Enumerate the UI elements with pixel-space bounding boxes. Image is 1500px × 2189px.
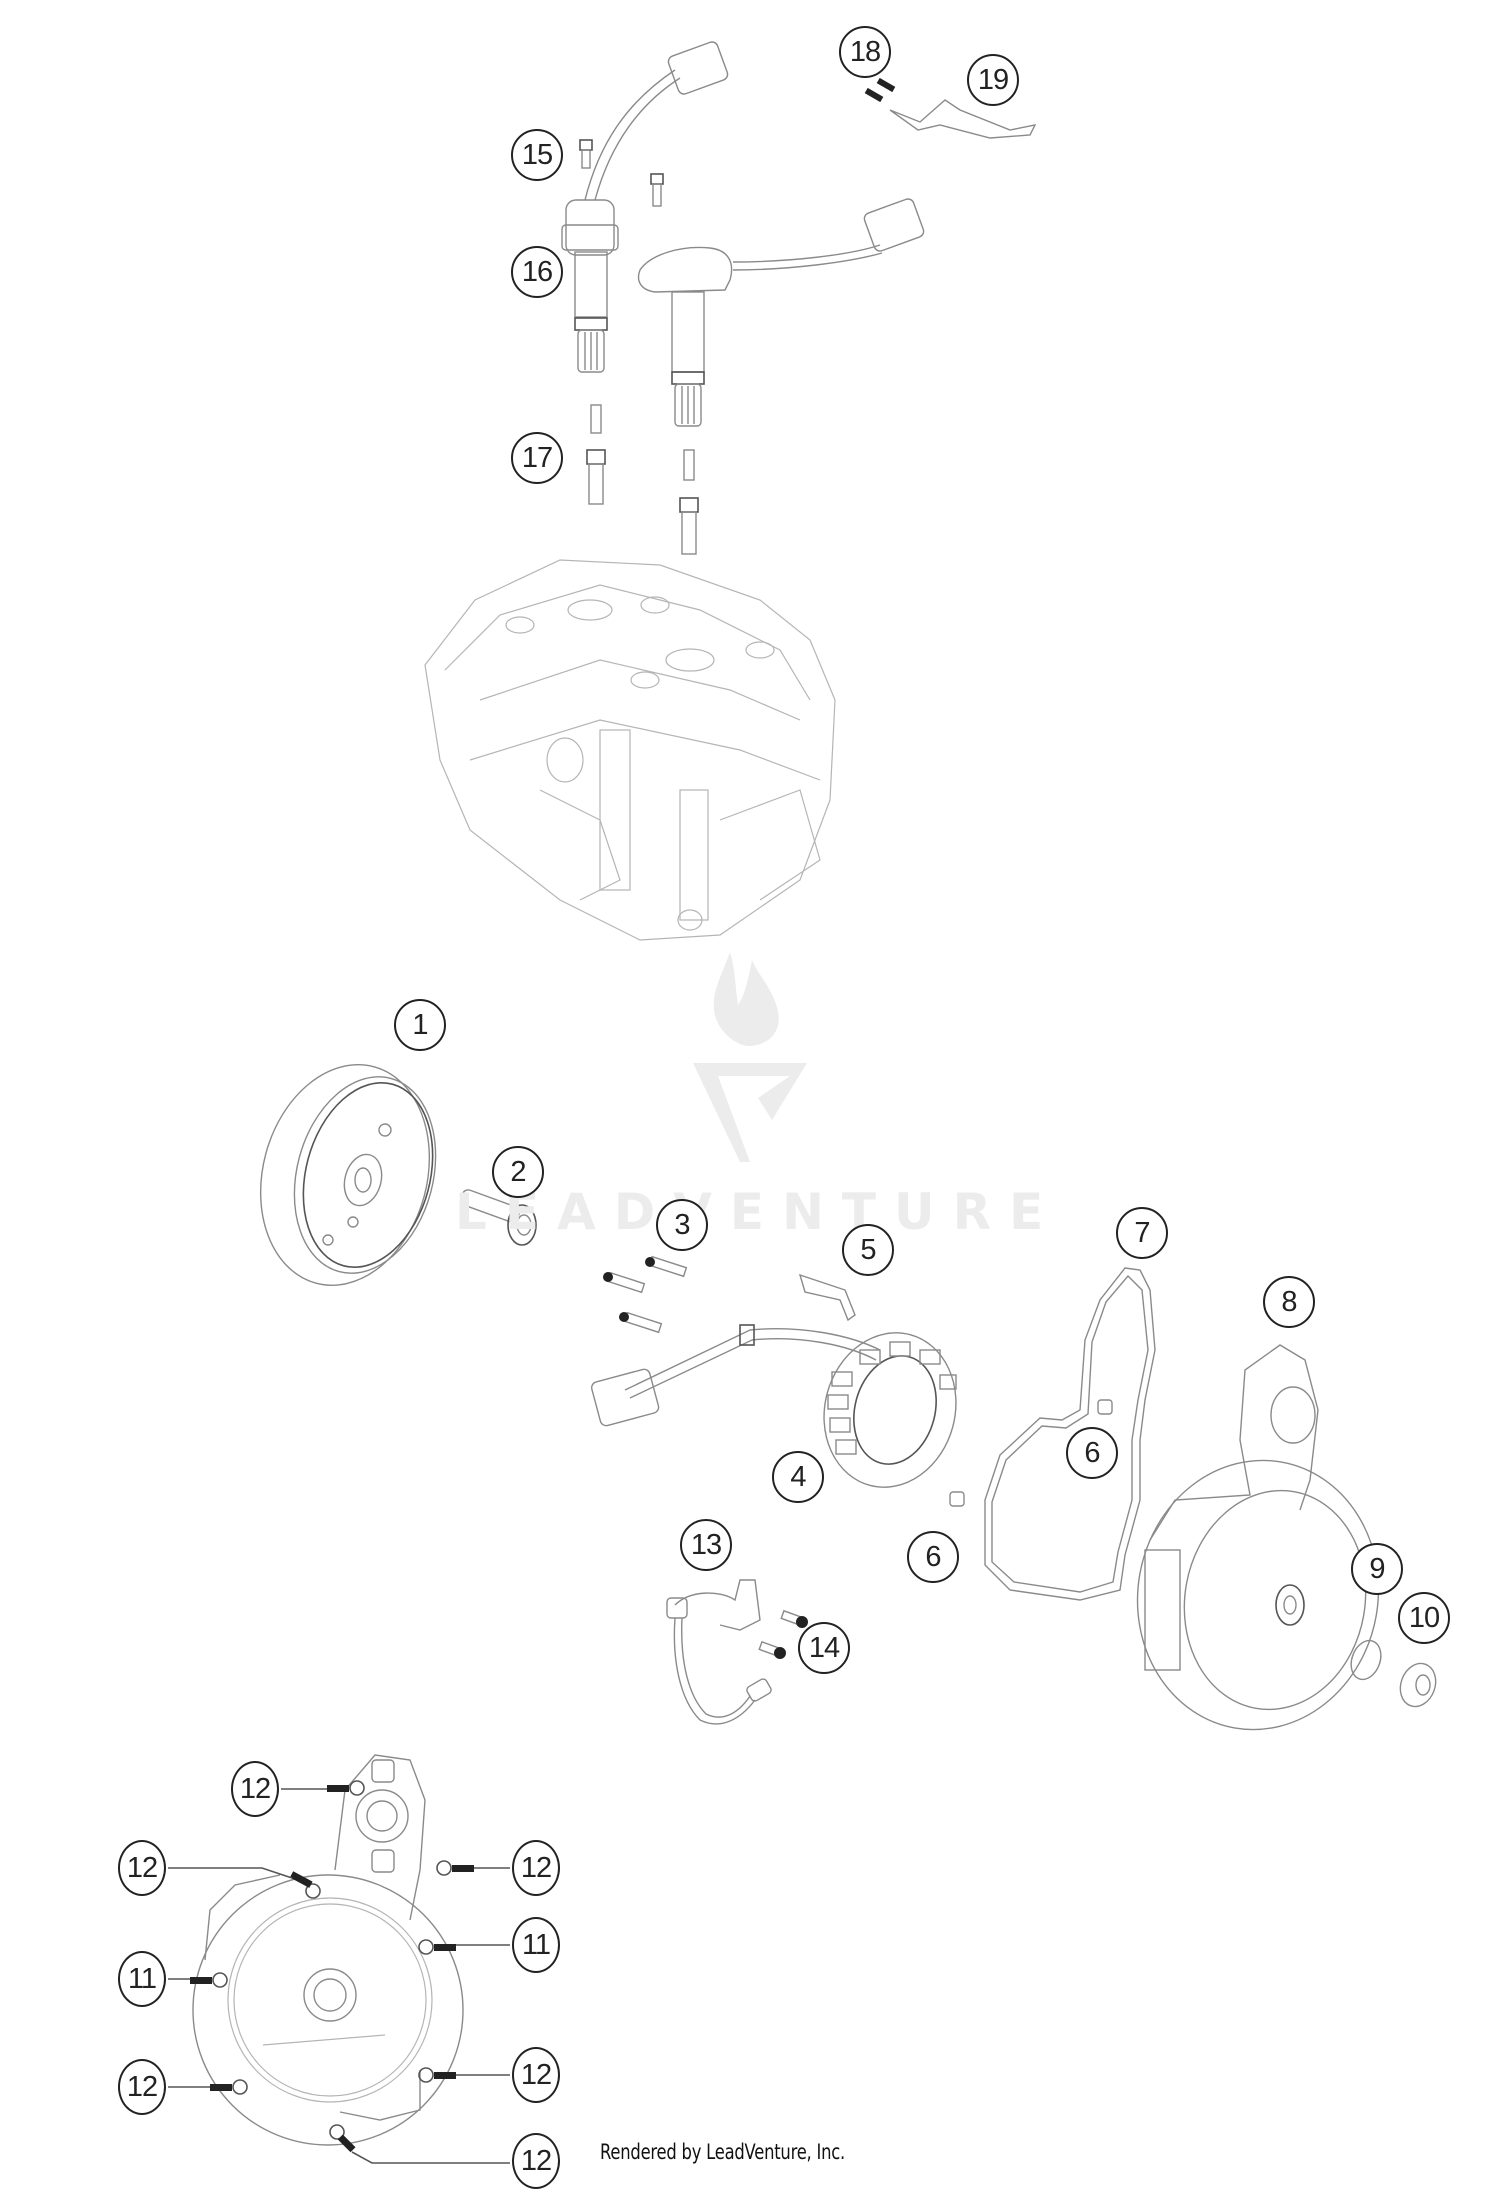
callout-11[interactable]: 11 — [512, 1917, 560, 1973]
callout-17[interactable]: 17 — [511, 432, 563, 484]
callout-15[interactable]: 15 — [511, 129, 563, 181]
callout-8[interactable]: 8 — [1263, 1276, 1315, 1328]
callout-10[interactable]: 10 — [1398, 1592, 1450, 1644]
callout-9[interactable]: 9 — [1351, 1543, 1403, 1595]
callout-12[interactable]: 12 — [512, 2133, 560, 2189]
crankshaft-sensor — [666, 1579, 772, 1725]
dowel-sleeve-icon — [949, 1399, 1113, 1507]
callout-2[interactable]: 2 — [492, 1146, 544, 1198]
screw-15-icon — [579, 139, 664, 207]
watermark-logo-icon — [693, 952, 807, 1162]
generator-cover — [1136, 1344, 1380, 1731]
callout-6[interactable]: 6 — [1066, 1427, 1118, 1479]
stator — [590, 1324, 957, 1488]
cover-screws-icon — [168, 1780, 510, 2164]
callout-3[interactable]: 3 — [656, 1199, 708, 1251]
callout-5[interactable]: 5 — [842, 1224, 894, 1276]
callout-14[interactable]: 14 — [798, 1622, 850, 1674]
callout-11[interactable]: 11 — [118, 1951, 166, 2007]
engine-cylinder-head — [424, 559, 836, 941]
footer-credit: Rendered by LeadVenture, Inc. — [600, 2140, 845, 2164]
callout-7[interactable]: 7 — [1116, 1207, 1168, 1259]
callout-12[interactable]: 12 — [118, 2059, 166, 2115]
callout-12[interactable]: 12 — [512, 1840, 560, 1896]
callout-13[interactable]: 13 — [680, 1519, 732, 1571]
callout-12[interactable]: 12 — [231, 1761, 279, 1817]
o-ring-icon — [1350, 1639, 1382, 1681]
gasket — [984, 1267, 1156, 1601]
callout-12[interactable]: 12 — [512, 2047, 560, 2103]
callout-19[interactable]: 19 — [967, 54, 1019, 106]
callout-18[interactable]: 18 — [839, 26, 891, 78]
callout-4[interactable]: 4 — [772, 1451, 824, 1503]
cable-holder-icon — [798, 1273, 856, 1322]
flywheel-rotor — [259, 1064, 437, 1286]
ignition-coil-right — [637, 198, 925, 427]
ignition-coil-left — [561, 41, 729, 373]
callout-1[interactable]: 1 — [394, 999, 446, 1051]
callout-12[interactable]: 12 — [118, 1840, 166, 1896]
callout-6[interactable]: 6 — [907, 1531, 959, 1583]
stator-screws-icon — [603, 1255, 688, 1334]
cable-bracket-19 — [864, 77, 1037, 139]
rotor-bolt-icon — [460, 1189, 537, 1246]
sensor-screws-icon — [758, 1609, 808, 1659]
spark-plug-icon — [586, 404, 699, 555]
callout-16[interactable]: 16 — [511, 246, 563, 298]
screw-plug-icon — [1399, 1662, 1437, 1708]
watermark-text: LEADVENTURE — [455, 1183, 1062, 1241]
